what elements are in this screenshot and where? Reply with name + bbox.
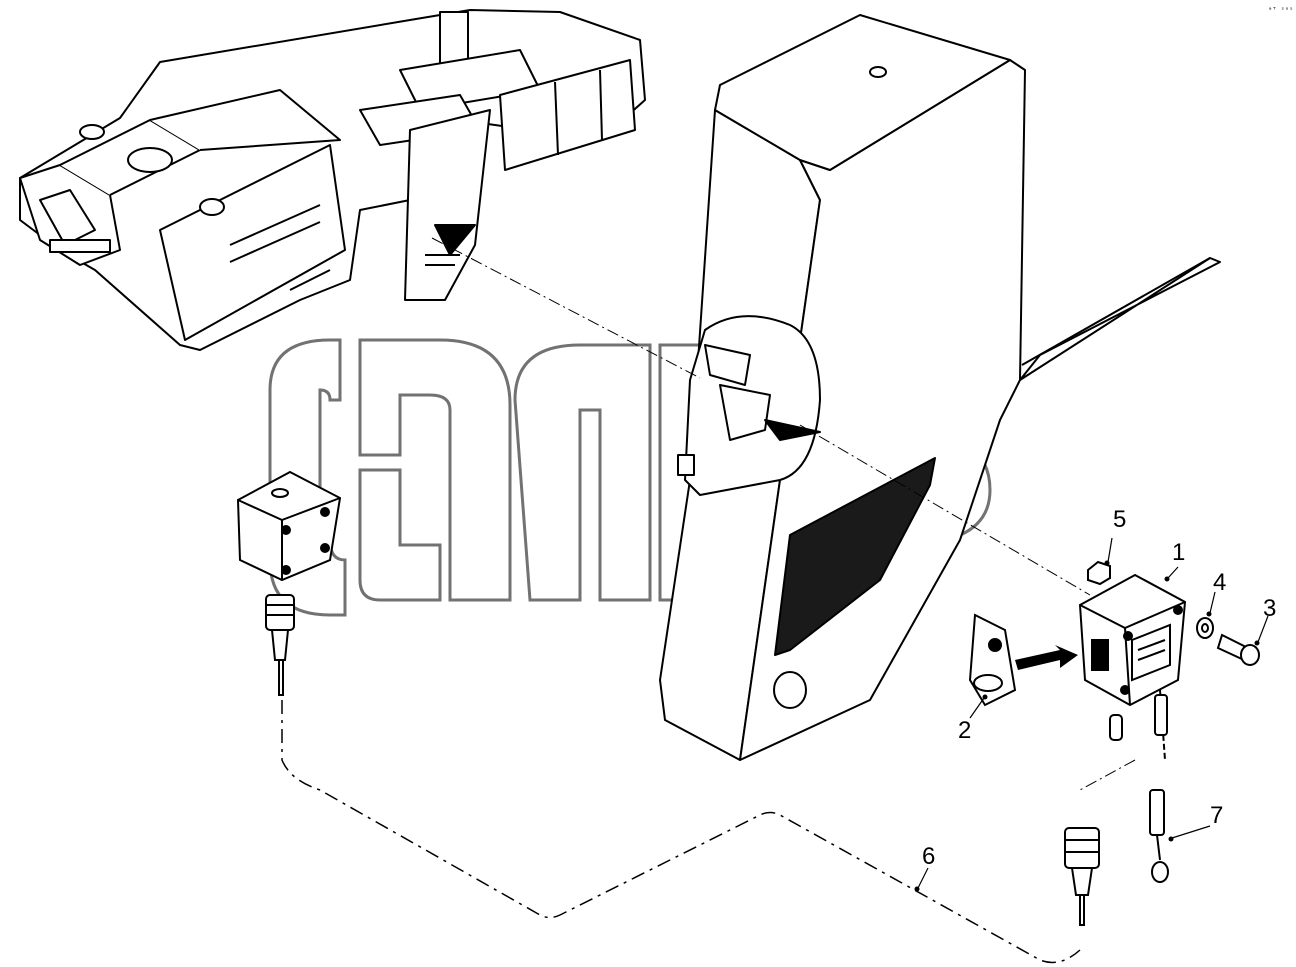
cab-panel-illustration bbox=[659, 14, 1221, 761]
nut bbox=[1087, 560, 1111, 586]
connector-plug-lower bbox=[1064, 827, 1100, 926]
connector-plug-upper bbox=[265, 594, 295, 696]
callout-1: 1 bbox=[1172, 539, 1185, 566]
cable-path bbox=[281, 700, 1081, 964]
callout-3: 3 bbox=[1263, 595, 1276, 622]
corner-code: ᵃᵀ ˢᵒˢ bbox=[1268, 6, 1293, 14]
callout-4: 4 bbox=[1213, 569, 1226, 596]
callout-5: 5 bbox=[1113, 506, 1126, 533]
mounting-clamp bbox=[968, 613, 1017, 707]
machine-frame-illustration bbox=[19, 9, 646, 351]
callout-dots bbox=[914, 560, 1260, 892]
callout-leaders bbox=[917, 537, 1269, 889]
electrical-box bbox=[1078, 573, 1187, 741]
bracket-arrow bbox=[1015, 645, 1078, 670]
leader-lines bbox=[431, 237, 1136, 791]
callout-2: 2 bbox=[958, 717, 971, 744]
control-box-left bbox=[236, 470, 342, 582]
callout-6: 6 bbox=[922, 843, 935, 870]
callout-7: 7 bbox=[1210, 802, 1223, 829]
ground-strap bbox=[1149, 689, 1169, 883]
washer bbox=[1196, 617, 1214, 639]
bolt bbox=[1216, 633, 1260, 666]
